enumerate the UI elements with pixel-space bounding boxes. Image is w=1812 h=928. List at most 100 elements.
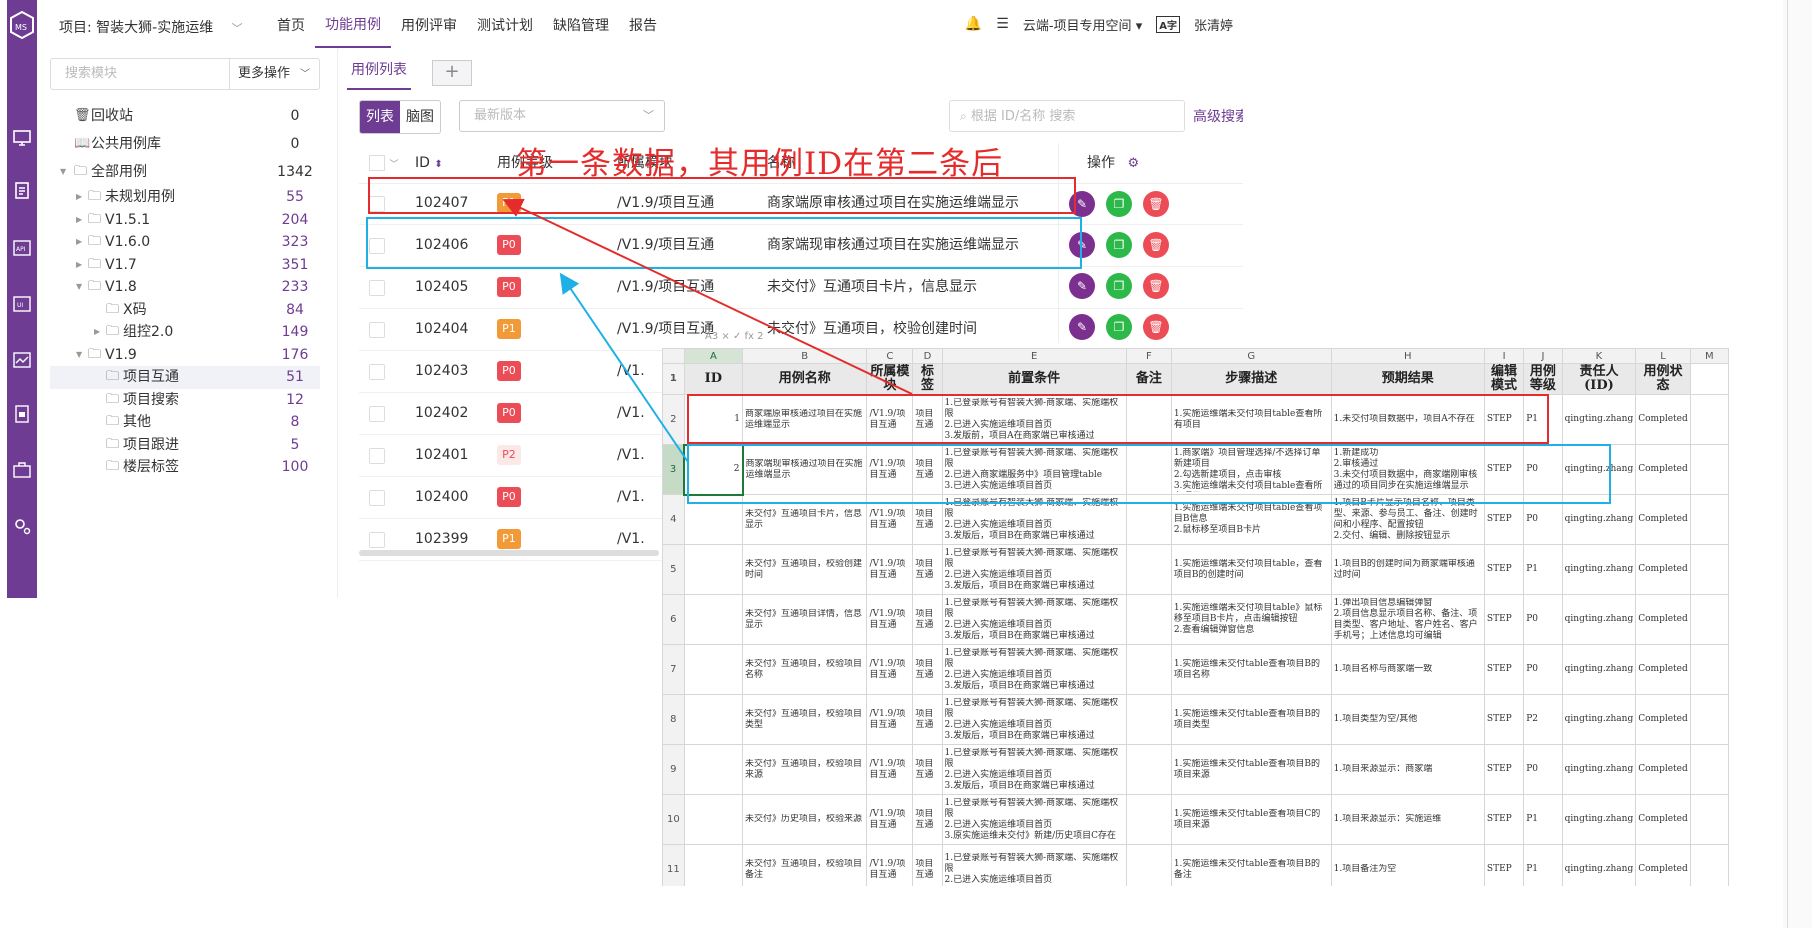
sheet-cell[interactable]: 1.项目来源显示：商家端: [1330, 744, 1485, 795]
copy-icon[interactable]: ❐: [1106, 314, 1132, 340]
empty-cell[interactable]: [1689, 794, 1729, 845]
sheet-cell[interactable]: STEP: [1483, 844, 1525, 886]
empty-cell[interactable]: [1689, 844, 1729, 886]
sheet-cell[interactable]: [1125, 394, 1172, 445]
edit-icon[interactable]: ✎: [1069, 314, 1095, 340]
sheet-cell[interactable]: /V1.9/项目互通: [866, 694, 914, 745]
case-id[interactable]: 102406: [415, 237, 469, 253]
sheet-cell[interactable]: [683, 744, 744, 795]
sheet-cell[interactable]: /V1.9/项目互通: [866, 394, 914, 445]
sheet-header-cell[interactable]: 备注: [1125, 363, 1172, 395]
sheet-cell[interactable]: 项目互通: [912, 544, 943, 595]
row-checkbox[interactable]: [369, 364, 385, 380]
sheet-cell[interactable]: 项目互通: [912, 444, 943, 495]
sheet-cell[interactable]: [1125, 794, 1172, 845]
sheet-cell[interactable]: /V1.9/项目互通: [866, 444, 914, 495]
sheet-cell[interactable]: P0: [1523, 444, 1563, 495]
sheet-cell[interactable]: 1.项目B的创建时间为商家端审核通过时间: [1330, 544, 1485, 595]
sheet-cell[interactable]: 项目互通: [912, 844, 943, 886]
sheet-cell[interactable]: 项目互通: [912, 394, 943, 445]
sheet-cell[interactable]: [683, 844, 744, 886]
select-all-checkbox[interactable]: ﹀: [369, 143, 398, 185]
sheet-cell[interactable]: /V1.9/项目互通: [866, 794, 914, 845]
sheet-cell[interactable]: STEP: [1483, 594, 1525, 645]
sheet-cell[interactable]: P1: [1523, 794, 1563, 845]
sheet-header-cell[interactable]: 用例等级: [1523, 363, 1563, 395]
column-letter[interactable]: K: [1561, 348, 1637, 364]
sheet-cell[interactable]: /V1.9/项目互通: [866, 644, 914, 695]
sheet-cell[interactable]: 1.已登录账号有智装大狮-商家端、实施端权限 2.已进入实施运维项目首页 3.发…: [941, 744, 1127, 795]
sheet-cell[interactable]: STEP: [1483, 694, 1525, 745]
column-letter[interactable]: F: [1125, 348, 1172, 364]
sheet-cell[interactable]: qingting.zhang: [1561, 644, 1637, 695]
sheet-cell[interactable]: 1.已登录账号有智装大狮-商家端、实施端权限 2.已进入实施运维项目首页 3.发…: [941, 594, 1127, 645]
case-id[interactable]: 102402: [415, 405, 469, 421]
row-checkbox[interactable]: [369, 280, 385, 296]
row-number[interactable]: 11: [662, 844, 685, 886]
column-letter[interactable]: M: [1689, 348, 1729, 364]
sheet-cell[interactable]: Completed: [1635, 694, 1691, 745]
row-checkbox[interactable]: [369, 532, 385, 548]
sheet-cell[interactable]: qingting.zhang: [1561, 694, 1637, 745]
nav-item[interactable]: 测试计划: [477, 18, 533, 34]
sheet-header-cell[interactable]: 用例状态: [1635, 363, 1691, 395]
sheet-cell[interactable]: 1.实施运维未交付table查看项目B的项目来源: [1170, 744, 1332, 795]
row-checkbox[interactable]: [369, 448, 385, 464]
sheet-cell[interactable]: 未交付》互通项目，校验项目类型: [742, 694, 868, 745]
sheet-cell[interactable]: 1.新建成功 2.审核通过 3.未交付项目数据中，商家端刚审核通过的项目同步在实…: [1330, 444, 1485, 495]
sheet-header-cell[interactable]: 预期结果: [1330, 363, 1485, 395]
sheet-cell[interactable]: /V1.9/项目互通: [866, 844, 914, 886]
sheet-cell[interactable]: 1.已登录账号有智装大狮-商家端、实施端权限 2.已进入实施运维项目首页 3.发…: [941, 644, 1127, 695]
clipboard-icon[interactable]: [12, 180, 32, 200]
view-mindmap-button[interactable]: 脑图: [406, 109, 434, 125]
sheet-cell[interactable]: [683, 594, 744, 645]
sheet-cell[interactable]: [1125, 694, 1172, 745]
case-id[interactable]: 102405: [415, 279, 469, 295]
project-settings-icon[interactable]: [12, 460, 32, 480]
sheet-cell[interactable]: Completed: [1635, 844, 1691, 886]
row-checkbox[interactable]: [369, 406, 385, 422]
settings-icon[interactable]: ⚙: [1127, 156, 1140, 171]
case-id[interactable]: 102400: [415, 489, 469, 505]
sheet-header-cell[interactable]: 用例名称: [742, 363, 868, 395]
case-name[interactable]: 未交付》互通项目，校验创建时间: [767, 321, 977, 337]
sheet-cell[interactable]: 项目互通: [912, 694, 943, 745]
row-number[interactable]: 9: [662, 744, 685, 795]
sheet-cell[interactable]: qingting.zhang: [1561, 844, 1637, 886]
case-name[interactable]: 未交付》互通项目卡片，信息显示: [767, 279, 977, 295]
sheet-cell[interactable]: [1125, 844, 1172, 886]
sheet-cell[interactable]: STEP: [1483, 794, 1525, 845]
column-letter[interactable]: I: [1483, 348, 1525, 364]
sheet-cell[interactable]: [1125, 594, 1172, 645]
sheet-cell[interactable]: 项目互通: [912, 644, 943, 695]
column-letter[interactable]: B: [742, 348, 868, 364]
sheet-cell[interactable]: 1.实施运维未交付table查看项目B的项目类型: [1170, 694, 1332, 745]
sheet-cell[interactable]: 未交付》互通项目，校验项目备注: [742, 844, 868, 886]
delete-icon[interactable]: 🗑: [1143, 314, 1169, 340]
sheet-cell[interactable]: 商家端原审核通过项目在实施运维端显示: [742, 394, 868, 445]
sheet-cell[interactable]: STEP: [1483, 744, 1525, 795]
workspace-selector[interactable]: 云端-项目专用空间 ▾: [1023, 15, 1142, 34]
sheet-cell[interactable]: [683, 794, 744, 845]
row-number[interactable]: 5: [662, 544, 685, 595]
sheet-cell[interactable]: 1.已登录账号有智装大狮-商家端、实施端权限 2.已进入实施运维项目首页 3.发…: [941, 694, 1127, 745]
sheet-cell[interactable]: Completed: [1635, 794, 1691, 845]
sheet-header-cell[interactable]: 前置条件: [941, 363, 1127, 395]
sheet-header-cell[interactable]: 编辑模式: [1483, 363, 1525, 395]
column-letter[interactable]: [662, 348, 685, 364]
language-icon[interactable]: A字: [1156, 15, 1180, 33]
delete-icon[interactable]: 🗑: [1143, 273, 1169, 299]
horizontal-scrollbar[interactable]: [359, 550, 659, 556]
settings-gear-icon[interactable]: [12, 516, 32, 536]
sheet-cell[interactable]: 1.弹出项目信息编辑弹窗 2.项目信息显示项目名称、备注、项目类型、客户地址、客…: [1330, 594, 1485, 645]
row-checkbox[interactable]: [369, 322, 385, 338]
